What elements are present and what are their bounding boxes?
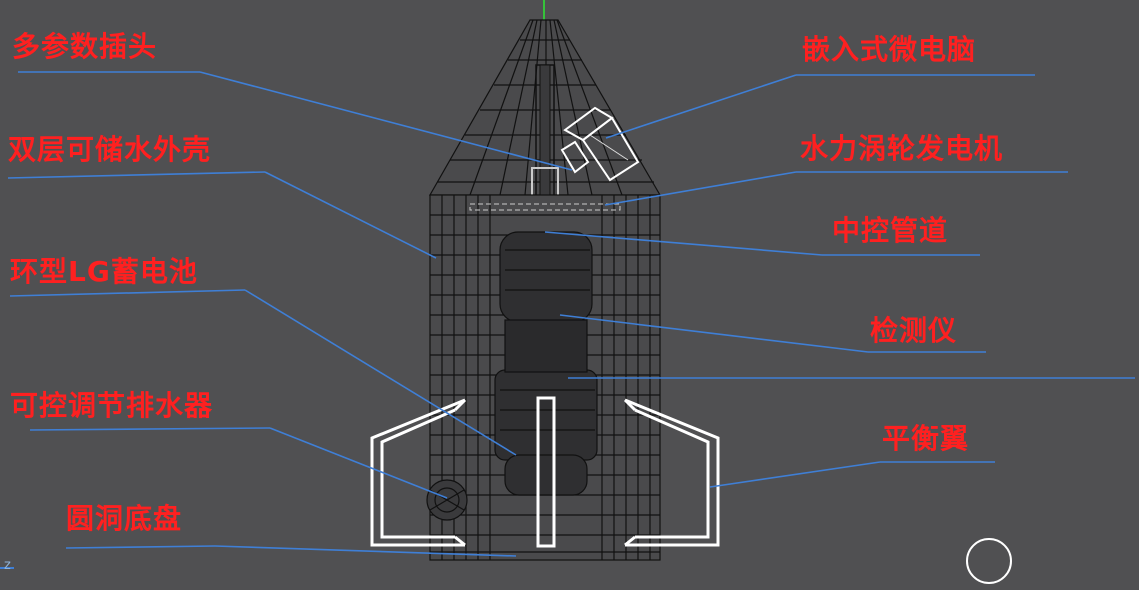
view-navigation-circle	[966, 538, 1012, 584]
label-central-pipe: 中控管道	[832, 214, 949, 247]
leader-adjustable-drain	[29, 427, 271, 431]
battery-stack	[494, 231, 598, 496]
embedded-computer	[563, 106, 640, 182]
balance-wings	[370, 398, 720, 547]
leader-lines	[7, 71, 1135, 557]
turbine-ring	[469, 203, 621, 211]
label-turbine-generator: 水力涡轮发电机	[800, 132, 1004, 165]
axis-z-label: z	[4, 558, 11, 573]
label-bottom-plate: 圆洞底盘	[66, 502, 183, 535]
label-multi-param-plug: 多参数插头	[12, 30, 158, 63]
leader-ring-battery	[9, 289, 246, 297]
label-ring-battery: 环型LG蓄电池	[10, 255, 198, 288]
label-balance-wing: 平衡翼	[882, 422, 970, 455]
label-adjustable-drain: 可控调节排水器	[10, 389, 214, 422]
leader-bottom-plate	[65, 545, 216, 549]
label-double-layer-shell: 双层可储水外壳	[8, 133, 212, 166]
label-detector: 检测仪	[870, 314, 958, 347]
center-slot	[536, 396, 556, 548]
label-embedded-mcu: 嵌入式微电脑	[802, 33, 977, 66]
leader-double-layer-shell	[7, 171, 266, 179]
drain-valve	[426, 479, 468, 521]
